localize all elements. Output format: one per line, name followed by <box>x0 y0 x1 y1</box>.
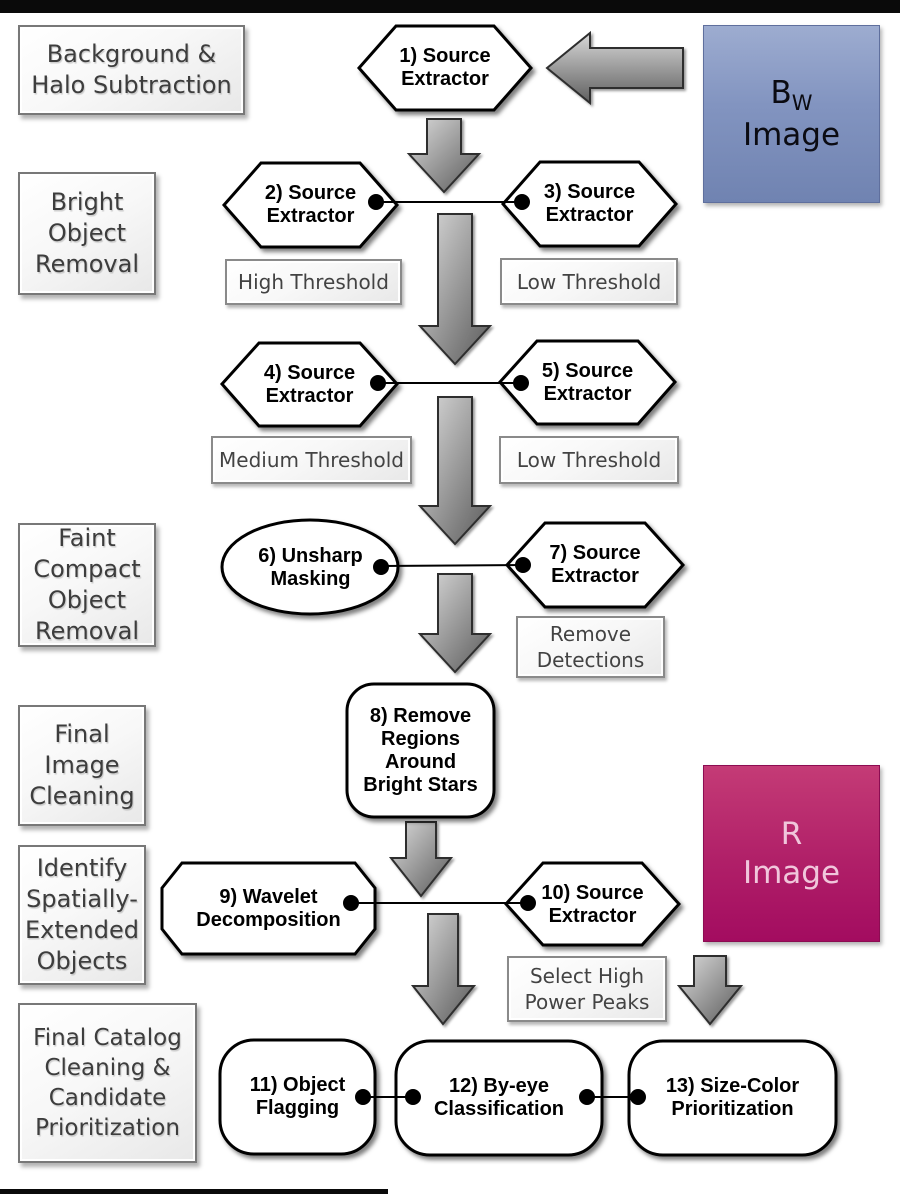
arrow-r-to-13-icon <box>676 955 744 1026</box>
stage-label-text: Bright Object Removal <box>34 188 139 278</box>
connector-dot <box>579 1089 595 1105</box>
stage-label-identify-spatially-extended: Identify Spatially- Extended Objects <box>18 845 146 985</box>
node-3-label: 3) Source Extractor <box>543 181 636 226</box>
node-6-label: 6) Unsharp Masking <box>258 544 363 590</box>
node-7-label: 7) Source Extractor <box>549 542 641 587</box>
param-label-medium-threshold: Medium Threshold <box>211 436 412 484</box>
r-image-box: R Image <box>703 765 880 942</box>
connector-dot <box>514 194 530 210</box>
node-12-label: 12) By-eye Classification <box>433 1075 565 1120</box>
param-label-text: Low Threshold <box>516 448 662 472</box>
node-5-label: 5) Source Extractor <box>541 359 634 405</box>
arrow-row6-to-8-icon <box>417 573 493 674</box>
param-label-select-high-power-peaks: Select High Power Peaks <box>507 956 667 1022</box>
stage-label-background-halo: Background & Halo Subtraction <box>18 25 245 115</box>
connector-dot <box>368 194 384 210</box>
stage-label-text: Background & Halo Subtraction <box>31 40 232 99</box>
param-label-high-threshold: High Threshold <box>225 259 402 305</box>
param-label-low-threshold-5: Low Threshold <box>499 436 679 484</box>
param-label-text: Medium Threshold <box>219 448 404 472</box>
connector-dot <box>355 1089 371 1105</box>
connector-dot <box>513 375 529 391</box>
arrow-8-to-row9-icon <box>388 821 454 898</box>
param-label-low-threshold-3: Low Threshold <box>500 258 678 305</box>
node-9-octagon <box>160 861 377 956</box>
top-page-bar <box>0 0 900 13</box>
node-6-ellipse <box>220 518 400 616</box>
bw-image-box: BW Image <box>703 25 880 203</box>
connector-dot <box>370 375 386 391</box>
connector-dot <box>520 895 536 911</box>
stage-label-final-catalog-cleaning: Final Catalog Cleaning & Candidate Prior… <box>18 1003 197 1163</box>
stage-label-final-image-cleaning: Final Image Cleaning <box>18 705 146 826</box>
node-11-label: 11) Object Flagging <box>249 1074 346 1119</box>
node-2-hexagon <box>222 161 399 249</box>
node-8-rounded-rect <box>345 682 496 819</box>
arrow-row4-to-row6-icon <box>417 396 493 546</box>
bw-image-label: BW <box>770 74 813 115</box>
param-label-text: Remove Detections <box>536 622 645 672</box>
node-4-label: 4) Source Extractor <box>263 361 356 407</box>
node-13-label: 13) Size-Color Prioritization <box>665 1075 800 1120</box>
connector-dot <box>373 559 389 575</box>
connector-dot <box>630 1089 646 1105</box>
param-label-remove-detections: Remove Detections <box>516 616 665 678</box>
node-10-hexagon <box>503 861 682 947</box>
arrow-row2-to-row4-icon <box>417 213 493 366</box>
stage-label-text: Identify Spatially- Extended Objects <box>25 854 139 975</box>
node-1-label: 1) Source Extractor <box>399 45 491 90</box>
node-8-label: 8) Remove Regions Around Bright Stars <box>363 704 478 796</box>
connector-dot <box>343 895 359 911</box>
arrow-1-to-row2-icon <box>406 118 482 194</box>
node-2-label: 2) Source Extractor <box>264 182 357 227</box>
param-label-text: Select High Power Peaks <box>524 964 650 1014</box>
connector-6-7 <box>380 564 524 567</box>
arrow-bw-to-1-icon <box>545 30 684 106</box>
node-7-hexagon <box>504 521 686 609</box>
connector-dot <box>515 557 531 573</box>
param-label-text: High Threshold <box>238 270 389 294</box>
bottom-page-bar <box>0 1189 388 1194</box>
node-1-hexagon <box>357 24 533 112</box>
stage-label-bright-object-removal: Bright Object Removal <box>18 172 156 295</box>
arrow-row9-to-12-icon <box>410 913 477 1026</box>
paired-connectors <box>343 194 646 1105</box>
stage-label-text: Faint Compact Object Removal <box>33 524 141 645</box>
param-label-text: Low Threshold <box>516 269 662 294</box>
node-3-hexagon <box>501 160 678 248</box>
connector-dot <box>405 1089 421 1105</box>
stage-label-text: Final Image Cleaning <box>29 720 135 810</box>
r-image-label: R Image <box>742 815 841 891</box>
stage-label-faint-compact-object-removal: Faint Compact Object Removal <box>18 523 156 647</box>
bw-image-label-line2: Image <box>742 116 841 153</box>
node-10-label: 10) Source Extractor <box>541 881 644 927</box>
node-5-hexagon <box>497 339 678 426</box>
node-9-label: 9) Wavelet Decomposition <box>196 885 341 931</box>
stage-label-text: Final Catalog Cleaning & Candidate Prior… <box>33 1025 182 1141</box>
